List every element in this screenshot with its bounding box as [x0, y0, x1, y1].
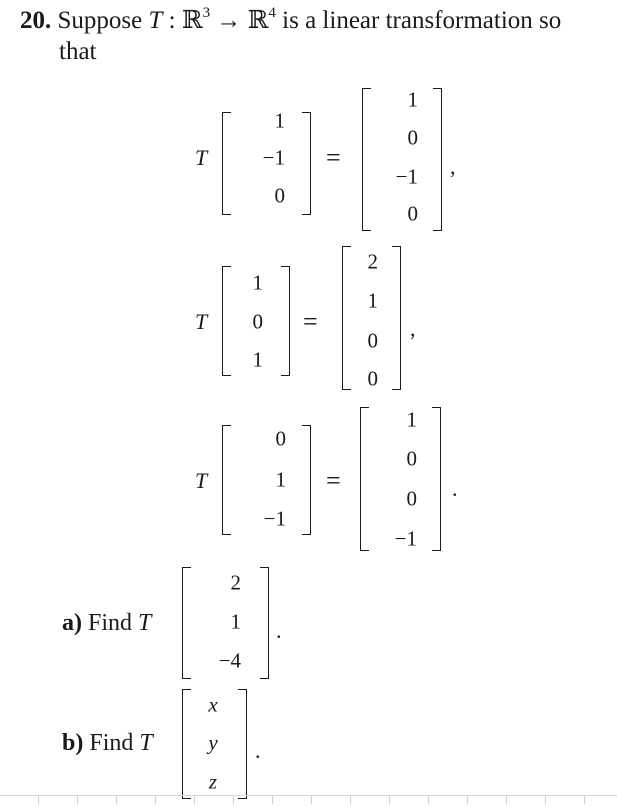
ruler-tick [467, 796, 468, 804]
input-entry-2: 0 [252, 309, 264, 334]
vector-entry-3: −4 [218, 648, 241, 673]
right-bracket [302, 425, 311, 535]
part-text: Find [88, 610, 139, 636]
ruler-tick [350, 796, 351, 804]
colon: : [162, 7, 182, 34]
left-bracket [362, 88, 371, 231]
problem-statement: 20. Suppose T : ℝ3 → ℝ4 is a linear tran… [20, 4, 562, 36]
part-label: b) [62, 730, 84, 756]
output-entry-3: 0 [367, 328, 379, 353]
right-bracket [392, 246, 401, 390]
input-entry-1: 0 [275, 426, 287, 451]
vector-entry-z: z [208, 769, 218, 794]
output-entry-4: 0 [407, 201, 419, 226]
T-symbol: T [195, 309, 208, 334]
output-entry-1: 2 [367, 249, 379, 274]
T-symbol: T [195, 145, 208, 170]
ruler-tick [38, 796, 39, 804]
period: . [255, 738, 261, 763]
vector-entry-1: 2 [230, 570, 242, 595]
right-bracket [238, 689, 247, 799]
comma: , [450, 154, 456, 179]
period: . [452, 476, 458, 501]
input-entry-2: −1 [262, 145, 285, 170]
ruler-tick [389, 796, 390, 804]
ruler-tick [116, 796, 117, 804]
stem-suffix: is a linear transformation so [275, 7, 562, 34]
codomain-dim: 4 [268, 4, 276, 21]
input-entry-1: 1 [252, 270, 264, 295]
problem-number: 20. [20, 7, 52, 34]
ruler-tick [506, 796, 507, 804]
T-symbol: T [195, 468, 208, 493]
right-bracket [433, 88, 442, 231]
period: . [276, 618, 282, 643]
T-symbol: T [138, 610, 152, 636]
right-bracket [281, 266, 290, 376]
output-entry-2: 0 [407, 125, 419, 150]
input-entry-3: −1 [263, 506, 286, 531]
left-bracket [342, 246, 351, 390]
part-label: a) [62, 610, 82, 636]
arrow-symbol: → [210, 7, 248, 34]
T-symbol: T [139, 730, 153, 756]
vector-entry-x: x [208, 692, 218, 717]
output-entry-1: 1 [407, 87, 419, 112]
output-entry-2: 1 [367, 288, 379, 313]
part-text: Find [89, 730, 140, 756]
ruler-tick [584, 796, 585, 804]
ruler-tick [155, 796, 156, 804]
comma: , [410, 316, 416, 341]
input-entry-1: 1 [274, 108, 286, 133]
right-bracket [260, 567, 269, 679]
input-entry-3: 0 [274, 183, 286, 208]
ruler-tick [311, 796, 312, 804]
equals-sign: = [326, 466, 341, 495]
map-symbol: T [148, 7, 163, 34]
codomain-space: ℝ [247, 7, 269, 34]
vector-entry-2: 1 [230, 609, 242, 634]
ruler-tick [272, 796, 273, 804]
right-bracket [302, 112, 311, 215]
output-entry-4: 0 [367, 366, 379, 391]
domain-space: ℝ [181, 7, 203, 34]
problem-statement-line2: that [59, 38, 97, 65]
left-bracket [222, 425, 231, 535]
equals-sign: = [326, 143, 341, 172]
ruler-tick [194, 796, 195, 804]
stem-prefix: Suppose [57, 7, 149, 34]
input-entry-2: 1 [275, 467, 287, 492]
output-entry-3: −1 [395, 164, 418, 189]
equals-sign: = [303, 307, 318, 336]
output-entry-2: 0 [406, 446, 418, 471]
vector-entry-y: y [208, 730, 218, 755]
part-a-label: a) Find T [62, 611, 151, 635]
left-bracket [360, 407, 369, 551]
ruler-tick [545, 796, 546, 804]
left-bracket [182, 689, 191, 799]
ruler-tick [77, 796, 78, 804]
ruler-tick [233, 796, 234, 804]
domain-dim: 3 [202, 4, 211, 21]
input-entry-3: 1 [252, 347, 264, 372]
output-entry-1: 1 [406, 407, 418, 432]
output-entry-4: −1 [394, 526, 417, 551]
output-entry-3: 0 [406, 486, 418, 511]
left-bracket [222, 112, 231, 215]
scan-ruler-strip [0, 795, 617, 807]
part-b-label: b) Find T [62, 731, 153, 755]
right-bracket [432, 407, 441, 551]
ruler-tick [428, 796, 429, 804]
left-bracket [222, 266, 231, 376]
left-bracket [182, 567, 191, 679]
